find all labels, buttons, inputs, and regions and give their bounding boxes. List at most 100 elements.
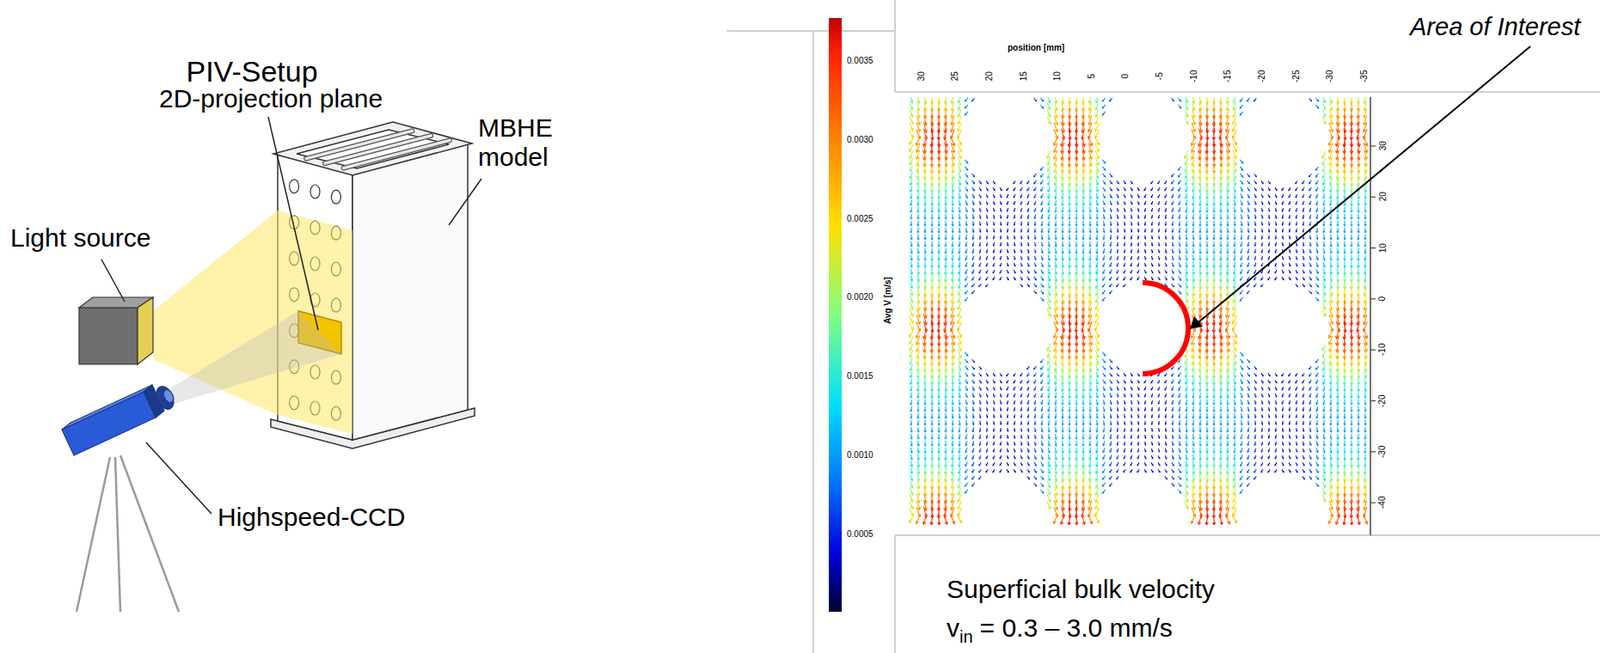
axis-tick-label: 10: [1377, 243, 1388, 253]
axis-tick-label: 10: [1052, 71, 1063, 81]
axis-tick: [1370, 502, 1376, 503]
velocity-vector-group: [909, 97, 1368, 503]
tube-hole: [331, 190, 341, 204]
axis-tick-label: -15: [1223, 70, 1234, 83]
axis-tick-label: -30: [1325, 70, 1337, 83]
colorbar-tick-label: 0.0005: [846, 529, 874, 540]
axis-tick: [1370, 196, 1376, 198]
area-arc: [1142, 282, 1189, 374]
velocity-vector-group: [993, 181, 1291, 473]
velocity-vector-group: [910, 97, 1368, 489]
caption-line: Superficial bulk velocity: [946, 575, 1215, 606]
axis-tick-label: 5: [1086, 73, 1098, 80]
tube-rod-core: [343, 140, 450, 168]
velocity-vector-group: [909, 97, 1368, 503]
axis-tick-label: -25: [1291, 70, 1302, 83]
axis-tick: [1370, 400, 1376, 402]
axis-tick-label: -35: [1360, 70, 1371, 83]
panel-frame: [726, 0, 1600, 653]
tube-rods: [306, 130, 450, 168]
velocity-vector-group: [909, 97, 1368, 523]
axis-tick-label: 0: [1120, 73, 1131, 80]
velocity-vector-group: [916, 102, 1368, 511]
velocity-vector-group: [986, 180, 1306, 479]
velocity-vector-group: [930, 121, 1361, 525]
velocity-vector-group: [923, 108, 1368, 518]
axis-tick-label: -10: [1377, 343, 1388, 356]
axis-tick-label: -20: [1377, 394, 1388, 407]
axis-tick-label: -20: [1256, 70, 1268, 83]
light-source: [79, 297, 154, 365]
axis-tick-label: 30: [915, 71, 926, 81]
velocity-vector-group: [916, 102, 1368, 524]
velocity-vector-group: [930, 128, 1354, 526]
subscript: in: [959, 627, 974, 647]
velocity-vector-group: [910, 207, 1368, 454]
axis-tick-label: 30: [1377, 140, 1388, 151]
tube-hole: [310, 184, 320, 199]
light-sheet: [153, 210, 353, 435]
velocity-vector-group: [923, 115, 1361, 512]
part-label: Light source: [10, 223, 151, 254]
figure-heading: PIV-Setup: [186, 55, 319, 89]
axis-tick: [1370, 349, 1376, 351]
velocity-vector-group: [916, 109, 1367, 510]
axis-tick-label: -30: [1377, 445, 1388, 458]
velocity-vector-group: [910, 193, 1368, 468]
velocity-vector-group: [910, 214, 1368, 440]
velocity-vector-group: [979, 98, 1257, 479]
value-range: = 0.3 – 3.0 mm/s: [980, 613, 1173, 643]
colorbar-tick-label: 0.0035: [846, 55, 874, 67]
axis-tick-label: -5: [1154, 72, 1165, 80]
velocity-vector-group: [915, 108, 1367, 525]
tripod: [76, 455, 179, 613]
colorbar: [828, 18, 842, 613]
colorbar-tick-label: 0.0010: [846, 450, 874, 461]
axis-tick-label: 15: [1017, 71, 1029, 81]
velocity-vector-group: [923, 121, 1361, 525]
annotation-label: Area of Interest: [1409, 12, 1581, 42]
leader-lines: [101, 116, 482, 515]
axis-tick: [1370, 247, 1376, 249]
axis-tick-label: 20: [984, 71, 995, 81]
colorbar-tick-label: 0.0025: [846, 214, 874, 225]
velocity-vector-group: [972, 98, 1312, 487]
leader-arrow: [1198, 46, 1531, 323]
axis-line: [1369, 97, 1372, 536]
velocity-vector-group: [923, 115, 1361, 526]
velocity-vector-group: [916, 108, 1368, 517]
colorbar-title: Avg V [m/s]: [882, 276, 893, 325]
part-label: MBHE model: [478, 113, 553, 173]
velocity-vector-group: [909, 97, 1368, 509]
colorbar-tick-label: 0.0015: [846, 371, 874, 382]
arrow-head: [1189, 316, 1203, 330]
axis-tick-label: -10: [1189, 70, 1200, 83]
part-label: 2D-projection plane: [159, 84, 383, 115]
axis-tick-label: 20: [1377, 191, 1388, 202]
velocity-vector-group: [909, 97, 1368, 496]
velocity-vector-group: [909, 179, 1367, 475]
tube-rod: [343, 140, 450, 168]
symbol: v: [946, 613, 960, 643]
axis-tick: [1370, 298, 1376, 300]
velocity-vector-group: [909, 97, 1367, 482]
velocity-vector-group: [910, 97, 1368, 496]
part-label: Highspeed-CCD: [217, 502, 405, 534]
colorbar-tick-label: 0.0020: [846, 292, 874, 303]
velocity-vector-group: [909, 186, 1367, 468]
axis-tick-label: -40: [1377, 496, 1388, 509]
vector-field: [909, 97, 1368, 526]
velocity-vector-group: [923, 115, 1368, 525]
axis-tick: [1370, 145, 1376, 147]
axis-ticks: [1370, 146, 1376, 503]
velocity-range-line: vin = 0.3 – 3.0 mm/s: [946, 613, 1173, 648]
axis-tick: [1370, 451, 1376, 453]
camera: [61, 384, 178, 456]
camera-view: [170, 311, 342, 405]
axis-tick-label: 25: [950, 71, 961, 81]
colorbar-tick-label: 0.0030: [846, 134, 874, 146]
axis-title: position [mm]: [1007, 42, 1065, 54]
tube-hole: [289, 179, 300, 194]
velocity-vector-group: [909, 178, 1367, 481]
velocity-vector-group: [1247, 98, 1251, 487]
